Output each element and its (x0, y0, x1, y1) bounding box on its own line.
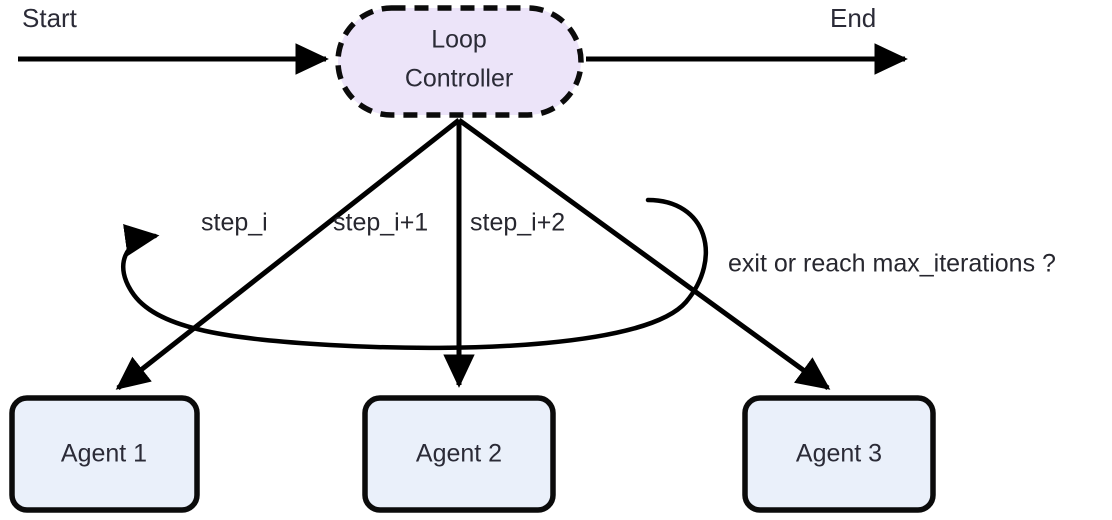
feedback-loop-arrow (121, 197, 709, 351)
agent-3-box[interactable] (742, 395, 936, 513)
edge-label-step-i-plus-1: step_i+1 (333, 209, 428, 237)
agent-2-label: Agent 2 (416, 440, 502, 468)
loop-controller-label-line1: Loop (431, 26, 487, 54)
edge-controller-to-agent-1 (115, 118, 461, 390)
end-label: End (830, 3, 876, 33)
start-label: Start (22, 3, 78, 33)
loop-controller-node[interactable] (335, 5, 584, 118)
loop-controller-label-line2: Controller (405, 65, 513, 93)
edge-label-step-i-plus-2: step_i+2 (470, 209, 565, 237)
agent-1-label: Agent 1 (61, 440, 147, 468)
agent-1-box[interactable] (9, 395, 200, 513)
edge-controller-to-agent-3 (457, 117, 831, 391)
edge-label-step-i: step_i (201, 209, 268, 237)
agent-2-box[interactable] (362, 395, 556, 513)
agent-3-label: Agent 3 (796, 440, 882, 468)
edge-label-feedback-condition: exit or reach max_iterations ? (728, 250, 1056, 278)
